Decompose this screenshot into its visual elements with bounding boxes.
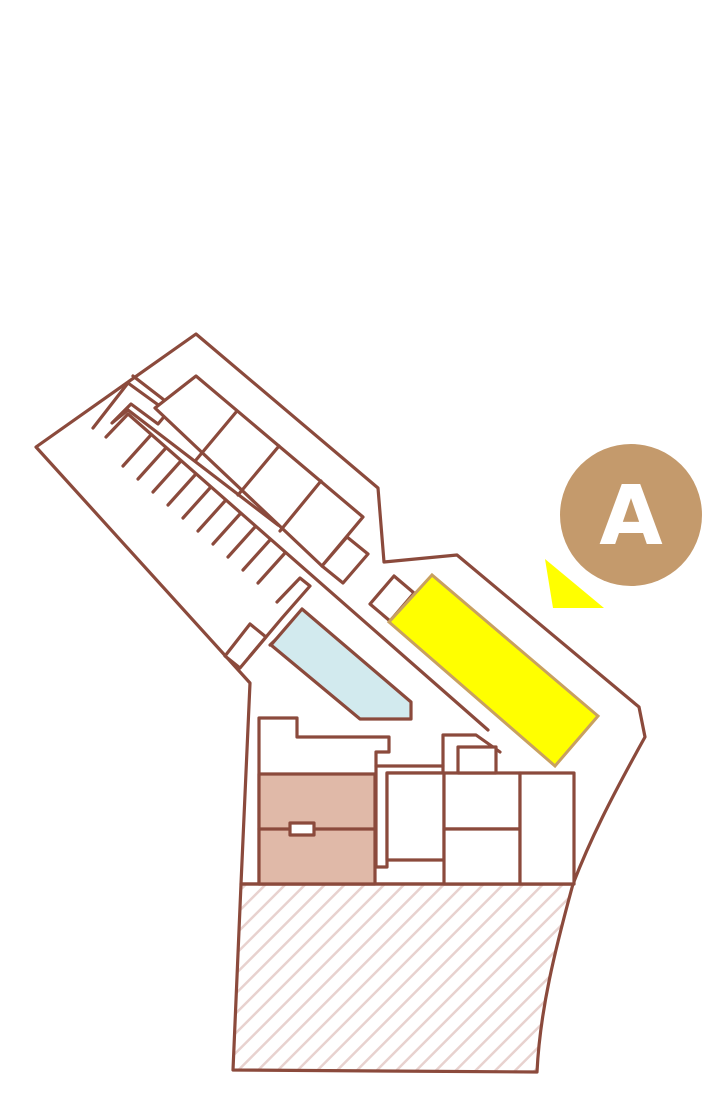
lower-room-d <box>518 771 576 886</box>
lower-room-e <box>456 745 498 775</box>
location-marker[interactable]: A <box>560 444 702 586</box>
highlighted-room[interactable] <box>386 572 601 769</box>
lower-room-b <box>442 771 522 831</box>
corridor-outline <box>248 576 312 658</box>
hatched-area <box>231 882 575 1074</box>
small-room-1 <box>320 535 370 585</box>
wing-room-divider-3 <box>278 479 323 533</box>
wing-corridor-line-2 <box>131 374 170 405</box>
lower-room-c <box>442 827 522 886</box>
lower-room-a <box>385 771 446 862</box>
pool <box>269 607 413 721</box>
marker-circle <box>560 444 702 586</box>
yellow-triangle-pointer-icon <box>545 559 604 608</box>
wing-inner-outline <box>91 381 280 527</box>
shaded-room-fixture <box>288 821 316 837</box>
parking-stripes <box>121 434 287 585</box>
marker-label: A <box>599 469 663 564</box>
wing-room-divider-2 <box>236 444 281 497</box>
wing-corridor-line <box>104 412 490 732</box>
wing-room-divider-1 <box>194 409 239 462</box>
